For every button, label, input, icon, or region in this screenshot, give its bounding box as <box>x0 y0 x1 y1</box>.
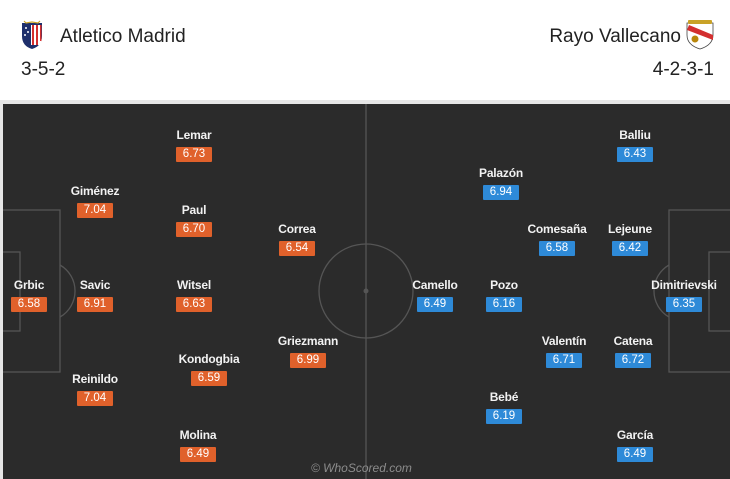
away-player[interactable]: Dimitrievski 6.35 <box>629 278 730 312</box>
player-name: Catena <box>613 334 653 348</box>
home-six-yard-box <box>3 251 21 332</box>
player-name: Lejeune <box>608 222 652 236</box>
player-name: Molina <box>179 428 217 442</box>
away-player[interactable]: Camello 6.49 <box>380 278 490 312</box>
home-player[interactable]: Reinildo 7.04 <box>40 372 150 406</box>
away-formation: 4-2-3-1 <box>652 59 714 80</box>
away-penalty-box <box>668 209 730 373</box>
player-rating: 6.63 <box>176 297 212 312</box>
player-rating: 6.54 <box>279 241 315 256</box>
atletico-madrid-crest-icon <box>22 20 42 49</box>
away-player[interactable]: Palazón 6.94 <box>446 166 556 200</box>
player-name: Correa <box>278 222 316 236</box>
away-player[interactable]: Valentín 6.71 <box>509 334 619 368</box>
home-player[interactable]: Griezmann 6.99 <box>253 334 363 368</box>
away-six-yard-box <box>708 251 730 332</box>
match-header: Atletico Madrid 3-5-2 Rayo Vallecano 4-2… <box>0 0 730 100</box>
player-name: Palazón <box>479 166 523 180</box>
player-name: Pozo <box>490 278 518 292</box>
home-player[interactable]: Lemar 6.73 <box>139 128 249 162</box>
player-name: Paul <box>181 203 207 217</box>
player-rating: 6.49 <box>180 447 216 462</box>
player-rating: 6.99 <box>290 353 326 368</box>
player-name: Camello <box>412 278 458 292</box>
player-rating: 6.72 <box>615 353 651 368</box>
home-player[interactable]: Grbic 6.58 <box>3 278 84 312</box>
player-rating: 6.42 <box>612 241 648 256</box>
home-player[interactable]: Witsel 6.63 <box>139 278 249 312</box>
player-rating: 6.71 <box>546 353 582 368</box>
player-rating: 6.59 <box>191 371 227 386</box>
player-name: Bebé <box>489 390 519 404</box>
away-player[interactable]: Comesaña 6.58 <box>502 222 612 256</box>
player-rating: 6.58 <box>539 241 575 256</box>
player-rating: 6.58 <box>11 297 47 312</box>
player-rating: 6.16 <box>486 297 522 312</box>
away-player[interactable]: García 6.49 <box>580 428 690 462</box>
away-penalty-arc <box>653 264 670 318</box>
whoscored-watermark: © WhoScored.com <box>311 461 412 475</box>
player-name: Balliu <box>619 128 651 142</box>
home-player[interactable]: Giménez 7.04 <box>40 184 150 218</box>
player-rating: 6.70 <box>176 222 212 237</box>
away-player[interactable]: Balliu 6.43 <box>580 128 690 162</box>
player-rating: 7.04 <box>77 203 113 218</box>
center-spot <box>363 288 369 294</box>
player-rating: 6.43 <box>617 147 653 162</box>
away-player[interactable]: Lejeune 6.42 <box>575 222 685 256</box>
home-penalty-box <box>3 209 61 373</box>
away-player[interactable]: Pozo 6.16 <box>449 278 559 312</box>
pitch-lines <box>3 104 730 479</box>
player-name: Lemar <box>176 128 212 142</box>
player-name: Kondogbia <box>178 352 240 366</box>
player-rating: 6.19 <box>486 409 522 424</box>
player-name: Griezmann <box>277 334 339 348</box>
home-player[interactable]: Correa 6.54 <box>242 222 352 256</box>
home-team-name[interactable]: Atletico Madrid <box>60 26 186 47</box>
away-player[interactable]: Bebé 6.19 <box>449 390 559 424</box>
rayo-vallecano-crest-icon <box>686 20 714 50</box>
pitch: Grbic 6.58 Giménez 7.04 Savic 6.91 Reini… <box>3 104 730 479</box>
home-player[interactable]: Molina 6.49 <box>143 428 253 462</box>
away-player[interactable]: Catena 6.72 <box>578 334 688 368</box>
player-name: Reinildo <box>72 372 118 386</box>
home-player[interactable]: Savic 6.91 <box>40 278 150 312</box>
home-player[interactable]: Kondogbia 6.59 <box>154 352 264 386</box>
player-rating: 6.49 <box>417 297 453 312</box>
home-penalty-arc <box>59 264 76 318</box>
player-rating: 7.04 <box>77 391 113 406</box>
player-name: Comesaña <box>527 222 587 236</box>
center-circle <box>318 243 414 339</box>
home-player[interactable]: Paul 6.70 <box>139 203 249 237</box>
player-name: Witsel <box>176 278 212 292</box>
home-formation: 3-5-2 <box>21 59 66 80</box>
player-name: Giménez <box>70 184 120 198</box>
player-name: Grbic <box>13 278 45 292</box>
player-name: Savic <box>79 278 111 292</box>
player-rating: 6.94 <box>483 185 519 200</box>
player-rating: 6.49 <box>617 447 653 462</box>
player-name: Valentín <box>541 334 587 348</box>
player-rating: 6.91 <box>77 297 113 312</box>
player-name: Dimitrievski <box>651 278 717 292</box>
player-name: García <box>616 428 654 442</box>
away-team-name[interactable]: Rayo Vallecano <box>549 26 681 47</box>
player-rating: 6.35 <box>666 297 702 312</box>
player-rating: 6.73 <box>176 147 212 162</box>
